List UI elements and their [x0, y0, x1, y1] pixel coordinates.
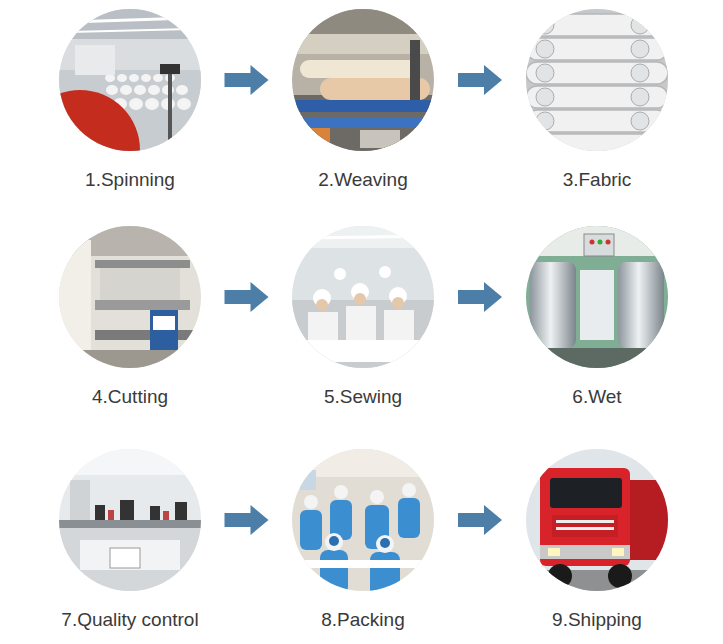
- weaving-photo: [292, 9, 436, 151]
- process-step: 5.Sewing: [278, 225, 448, 413]
- flow-arrow: [225, 65, 269, 95]
- flow-arrow: [225, 505, 269, 535]
- quality-control-photo: [59, 449, 201, 591]
- process-step: 4.Cutting: [45, 225, 215, 413]
- process-step: 7.Quality control: [45, 448, 215, 636]
- fabric-photo: [526, 9, 668, 156]
- packing-photo: [292, 449, 434, 597]
- step-label: 7.Quality control: [45, 608, 215, 632]
- step-label: 3.Fabric: [512, 168, 682, 192]
- step-label: 8.Packing: [278, 608, 448, 632]
- step-label: 5.Sewing: [278, 385, 448, 409]
- cutting-photo: [59, 226, 201, 368]
- process-step: 1.Spinning: [45, 8, 215, 196]
- step-label: 6.Wet: [512, 385, 682, 409]
- wet-photo: [526, 226, 668, 368]
- shipping-photo: [526, 449, 670, 591]
- process-step: 2.Weaving: [278, 8, 448, 196]
- process-step: 3.Fabric: [512, 8, 682, 196]
- step-label: 1.Spinning: [45, 168, 215, 192]
- sewing-photo: [292, 226, 434, 368]
- process-step: 6.Wet: [512, 225, 682, 413]
- flow-arrow: [225, 282, 269, 312]
- flow-arrow: [458, 65, 502, 95]
- step-label: 4.Cutting: [45, 385, 215, 409]
- flow-arrow: [458, 282, 502, 312]
- step-label: 9.Shipping: [512, 608, 682, 632]
- process-step: 9.Shipping: [512, 448, 682, 636]
- process-step: 8.Packing: [278, 448, 448, 636]
- step-label: 2.Weaving: [278, 168, 448, 192]
- flow-arrow: [458, 505, 502, 535]
